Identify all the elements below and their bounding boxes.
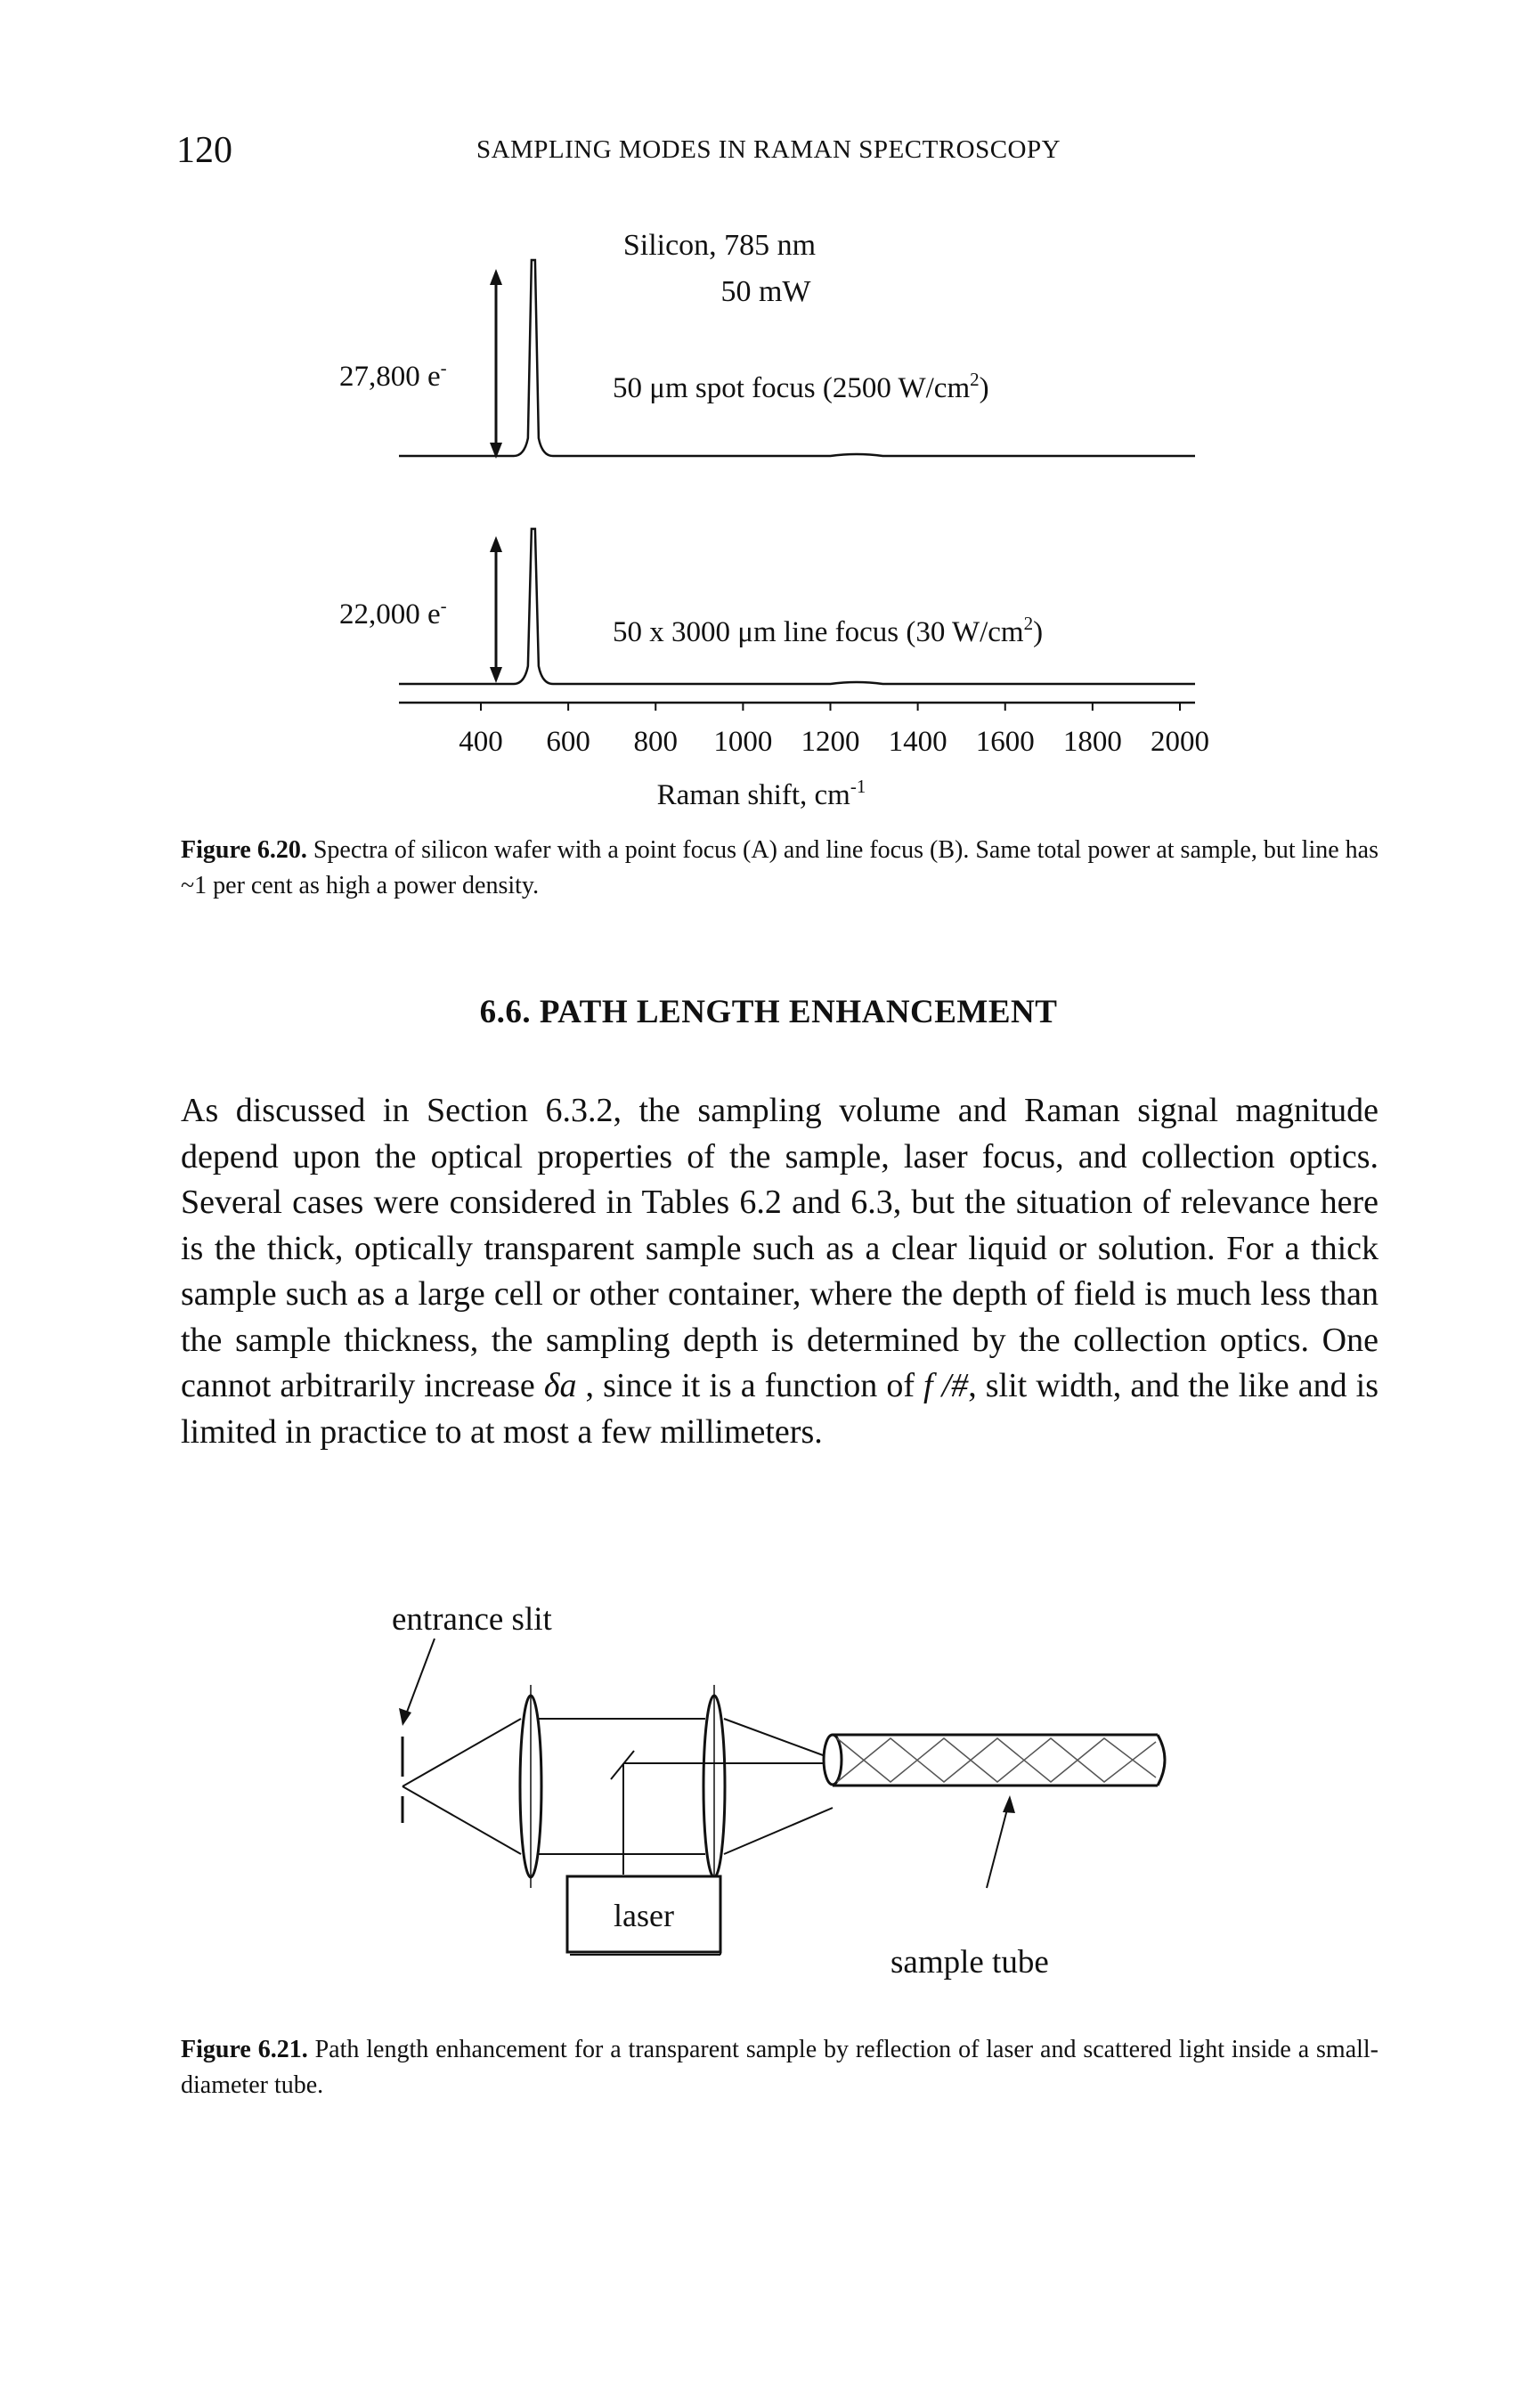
spectrum-a-arrow <box>490 269 502 459</box>
x-tick-label: 1200 <box>801 726 860 758</box>
entrance-slit-pointer <box>399 1638 435 1726</box>
spectrum-b-line <box>399 527 1195 686</box>
spectrum-b-arrow <box>490 536 502 683</box>
sample-tube-pointer <box>986 1795 1015 1889</box>
x-tick-label: 1600 <box>976 726 1035 758</box>
laser-box <box>565 1875 722 1954</box>
x-axis-ticks: 400 600 800 1000 1200 1400 1600 1800 2000 <box>459 703 1209 758</box>
spectrum-a-line <box>399 258 1195 458</box>
entrance-slit-label: entrance slit <box>392 1601 552 1638</box>
running-head: SAMPLING MODES IN RAMAN SPECTROSCOPY <box>476 135 1061 164</box>
x-tick-label: 800 <box>634 726 679 758</box>
section-heading: 6.6. PATH LENGTH ENHANCEMENT <box>479 994 1058 1030</box>
figure-title-line1: Silicon, 785 nm <box>623 229 816 262</box>
lens-2 <box>702 1685 727 1888</box>
collection-rays <box>402 1718 834 1855</box>
x-tick-label: 1000 <box>713 726 772 758</box>
figure-6-20-caption: Figure 6.20. Spectra of silicon wafer wi… <box>181 836 1378 899</box>
x-tick-label: 2000 <box>1151 726 1209 758</box>
spectrum-a-focus-label: 50 μm spot focus (2500 W/cm2) <box>613 369 989 404</box>
figure-6-21-caption: Figure 6.21. Path length enhancement for… <box>181 2036 1378 2099</box>
x-axis-label: Raman shift, cm-1 <box>657 776 866 811</box>
laser-beam-path <box>610 1750 833 1875</box>
x-tick-label: 1800 <box>1063 726 1122 758</box>
x-tick-label: 1400 <box>889 726 947 758</box>
laser-label: laser <box>614 1898 674 1933</box>
body-paragraph: As discussed in Section 6.3.2, the sampl… <box>181 1092 1378 1451</box>
spectrum-b-signal-label: 22,000 e- <box>339 595 447 630</box>
sample-tube-label: sample tube <box>890 1944 1049 1981</box>
spectrum-b-focus-label: 50 x 3000 μm line focus (30 W/cm2) <box>613 613 1043 648</box>
sample-tube <box>822 1733 1167 1787</box>
x-tick-label: 600 <box>546 726 590 758</box>
figure-6-21-diagram: entrance slit laser <box>392 1601 1167 1981</box>
x-tick-label: 400 <box>459 726 503 758</box>
lens-1 <box>518 1685 543 1888</box>
figure-title-line2: 50 mW <box>720 275 811 308</box>
spectrum-a-signal-label: 27,800 e- <box>339 357 447 393</box>
figure-6-20-spectra: Silicon, 785 nm 50 mW 27,800 e- 50 μm sp… <box>339 229 1209 811</box>
page-number: 120 <box>176 130 232 171</box>
